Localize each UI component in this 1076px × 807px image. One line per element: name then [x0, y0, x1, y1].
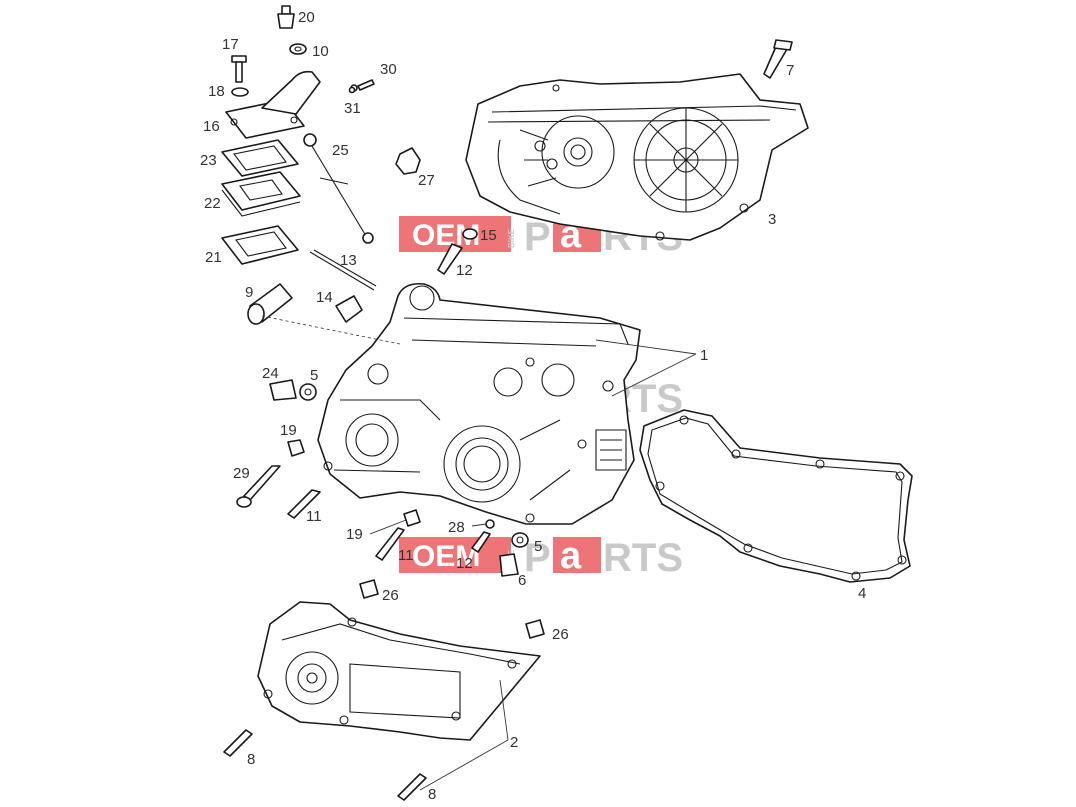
callout-9: 9: [245, 284, 253, 301]
callout-3: 3: [768, 211, 776, 228]
part-11-bolt-lower: [375, 527, 405, 561]
part-2-transmission-cover: [257, 601, 541, 741]
part-5-washer-upper: [299, 383, 317, 401]
callout-2: 2: [510, 734, 518, 751]
part-8-bolt-right: [397, 773, 427, 801]
part-15-washer: [462, 228, 478, 240]
part-9-dowel: [247, 283, 293, 325]
part-21-gasket: [221, 225, 299, 265]
part-28-screw: [485, 519, 495, 529]
part-7-bolt: [763, 39, 793, 79]
part-6-drain-plug: [499, 553, 519, 577]
part-17-screw: [231, 55, 247, 83]
part-3-clutch-cover: [465, 73, 809, 241]
callout-25: 25: [332, 142, 349, 159]
callout-12a: 12: [456, 262, 473, 279]
part-12-bolt-lower: [471, 531, 491, 553]
callouts: 1 2 3 4 5 5 6 7 8 8 9 10 11 11 12 12 13 …: [200, 9, 866, 803]
part-20-bleed-screw: [277, 5, 295, 29]
callout-11b: 11: [398, 547, 414, 564]
callout-23: 23: [200, 152, 217, 169]
callout-28: 28: [448, 519, 465, 536]
part-25-rod: [303, 133, 374, 244]
part-4-gasket: [639, 409, 913, 583]
part-29-bolt: [236, 465, 281, 508]
part-1-crankcase: [317, 282, 641, 525]
callout-8a: 8: [247, 751, 255, 768]
callout-31: 31: [344, 100, 361, 117]
callout-14: 14: [316, 289, 333, 306]
callout-29: 29: [233, 465, 250, 482]
callout-12b: 12: [456, 555, 473, 572]
callout-4: 4: [858, 585, 866, 602]
svg-text:BIKE: BIKE: [507, 228, 516, 248]
callout-6: 6: [518, 572, 526, 589]
callout-26a: 26: [382, 587, 399, 604]
svg-text:OEM: OEM: [412, 540, 480, 573]
part-16-reed-cover: [225, 70, 321, 139]
part-10-washer: [289, 43, 307, 55]
part-27-clip: [395, 147, 421, 175]
callout-21: 21: [205, 249, 222, 266]
callout-27: 27: [418, 172, 435, 189]
part-8-bolt-left: [223, 729, 253, 757]
leader-lines: [369, 339, 697, 791]
callout-20: 20: [298, 9, 315, 26]
callout-22: 22: [204, 195, 221, 212]
part-22-reed-block: [221, 171, 301, 217]
part-23-gasket: [221, 139, 299, 177]
part-26-dowel-left: [359, 579, 379, 599]
callout-26b: 26: [552, 626, 569, 643]
part-5-washer-lower: [511, 532, 529, 548]
callout-19b: 19: [346, 526, 363, 543]
part-19-nut-upper: [287, 439, 305, 457]
callout-11a: 11: [306, 508, 322, 525]
svg-text:P: P: [524, 215, 551, 259]
callout-24: 24: [262, 365, 279, 382]
part-31-washer: [348, 86, 356, 94]
part-18-o-ring: [231, 87, 249, 97]
callout-5a: 5: [310, 367, 318, 384]
part-13-stud: [309, 249, 377, 291]
callout-18: 18: [208, 83, 225, 100]
part-14-bush: [335, 295, 363, 323]
svg-text:RTS: RTS: [603, 536, 683, 580]
callout-17: 17: [222, 36, 239, 53]
svg-text:a: a: [560, 535, 582, 577]
callout-19a: 19: [280, 422, 297, 439]
watermark-bottom: OEM BIKE P a RTS: [399, 535, 683, 580]
callout-8b: 8: [428, 786, 436, 803]
callout-13: 13: [340, 252, 357, 269]
callout-1: 1: [700, 347, 708, 364]
callout-15: 15: [480, 227, 497, 244]
part-12-bolt-upper: [437, 243, 463, 275]
svg-text:P: P: [524, 536, 551, 580]
part-24-plug: [269, 379, 297, 401]
part-19-nut-lower: [403, 509, 421, 527]
callout-10: 10: [312, 43, 329, 60]
callout-16: 16: [203, 118, 220, 135]
callout-5b: 5: [534, 538, 542, 555]
part-11-bolt-upper: [287, 489, 321, 519]
callout-7: 7: [786, 62, 794, 79]
callout-30: 30: [380, 61, 397, 78]
part-26-dowel-right: [525, 619, 545, 639]
